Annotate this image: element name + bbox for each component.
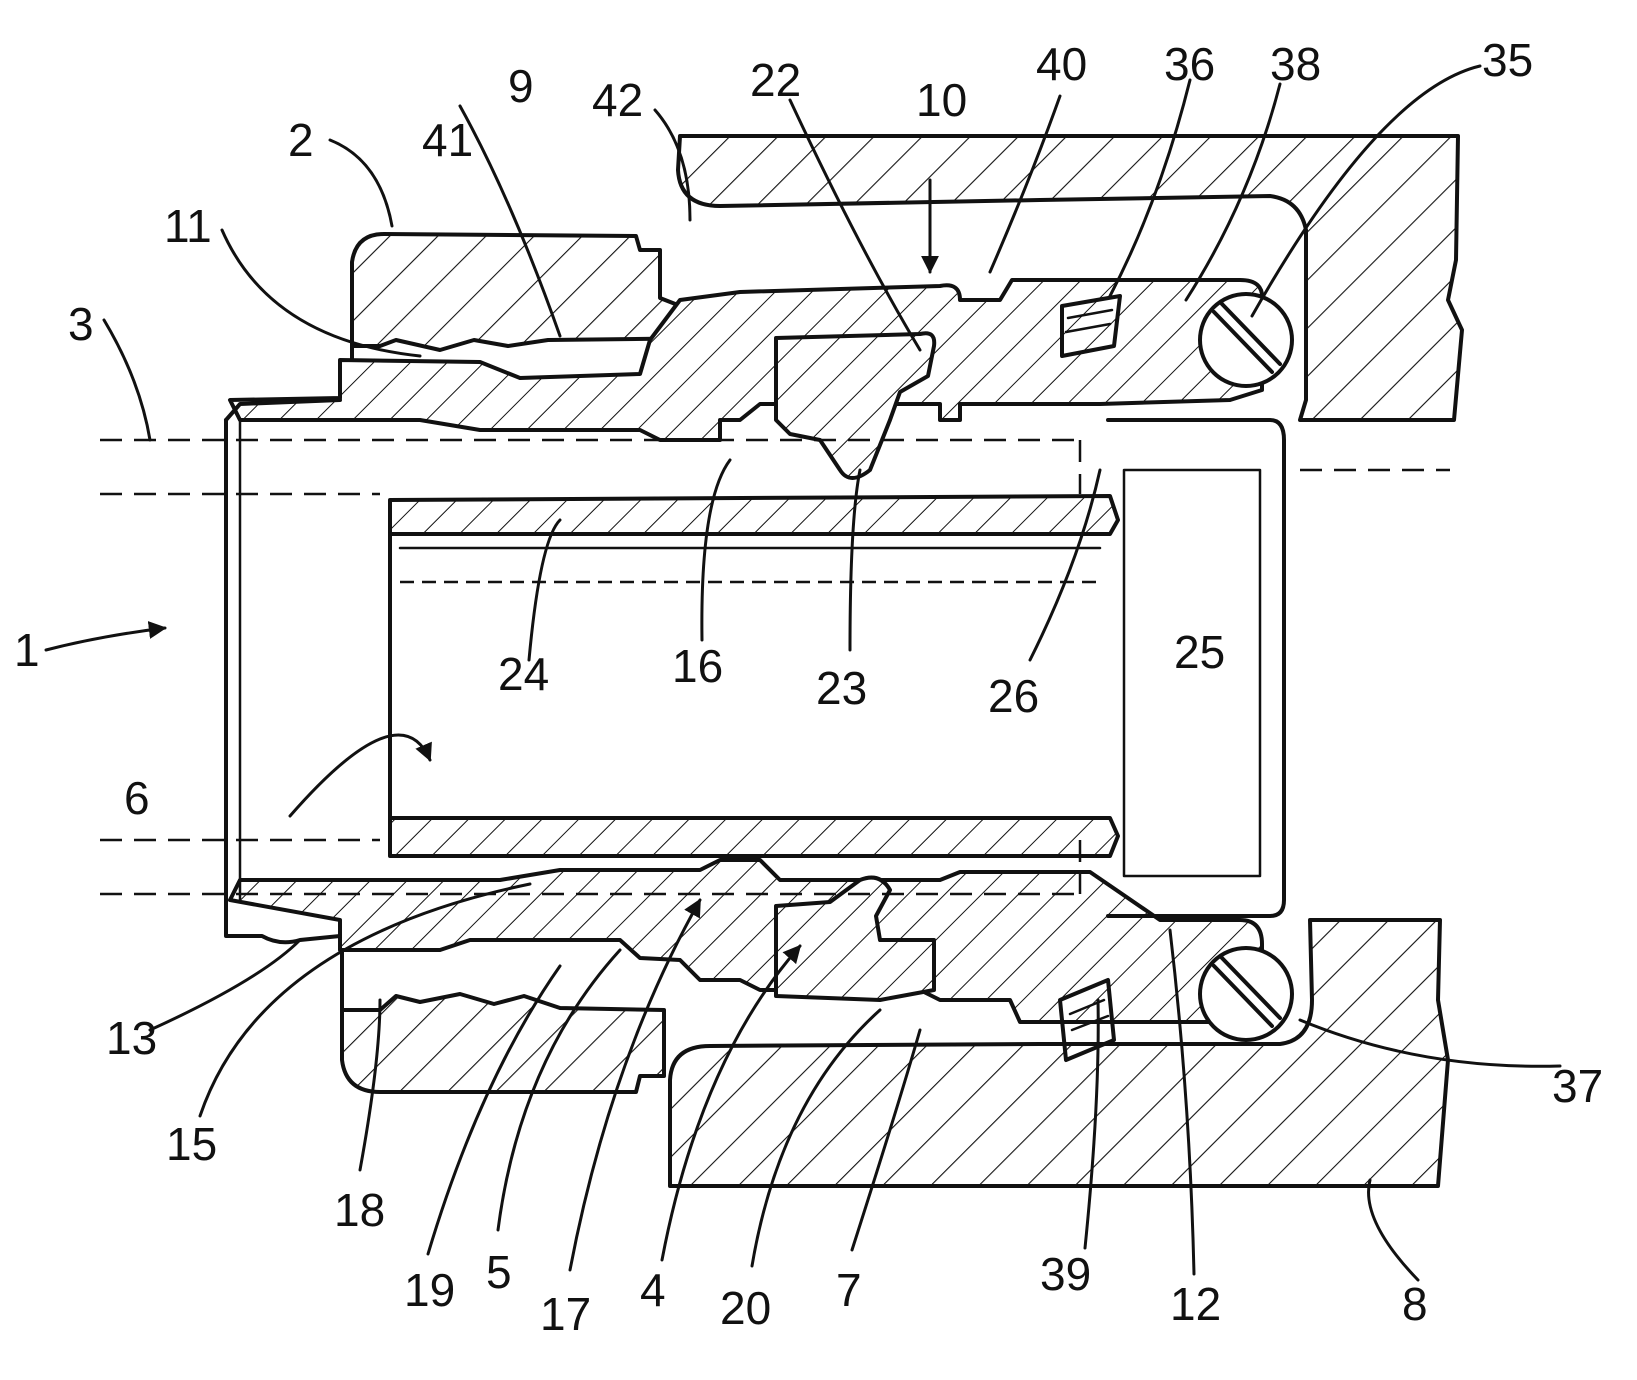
ref-num-10: 10 — [916, 74, 967, 126]
ref-num-1: 1 — [14, 624, 40, 676]
ref-num-13: 13 — [106, 1012, 157, 1064]
ref-num-19: 19 — [404, 1264, 455, 1316]
ref-num-38: 38 — [1270, 38, 1321, 90]
ref-num-3: 3 — [68, 298, 94, 350]
union-nut-lower — [342, 940, 664, 1092]
ref-num-41: 41 — [422, 114, 473, 166]
ref-num-6: 6 — [124, 772, 150, 824]
connector-sleeve-lower — [230, 860, 1262, 1022]
ref-num-15: 15 — [166, 1118, 217, 1170]
o-ring-upper — [1200, 294, 1292, 386]
ref-num-11: 11 — [164, 200, 212, 252]
ref-num-4: 4 — [640, 1264, 666, 1316]
ref-num-22: 22 — [750, 54, 801, 106]
ref-num-5: 5 — [486, 1246, 512, 1298]
ref-num-24: 24 — [498, 648, 549, 700]
ref-num-9: 9 — [508, 60, 534, 112]
ref-num-35: 35 — [1482, 34, 1533, 86]
ref-num-7: 7 — [836, 1264, 862, 1316]
ref-num-8: 8 — [1402, 1278, 1428, 1330]
ref-num-39: 39 — [1040, 1248, 1091, 1300]
ref-num-36: 36 — [1164, 38, 1215, 90]
ref-num-26: 26 — [988, 670, 1039, 722]
ref-num-18: 18 — [334, 1184, 385, 1236]
ref-num-40: 40 — [1036, 38, 1087, 90]
o-ring-lower — [1200, 948, 1292, 1040]
ref-num-25: 25 — [1174, 626, 1225, 678]
ref-num-17: 17 — [540, 1288, 591, 1340]
ref-num-16: 16 — [672, 640, 723, 692]
ref-num-2: 2 — [288, 114, 314, 166]
ref-num-20: 20 — [720, 1282, 771, 1334]
ref-num-12: 12 — [1170, 1278, 1221, 1330]
ref-num-42: 42 — [592, 74, 643, 126]
ref-num-37: 37 — [1552, 1060, 1603, 1112]
ref-num-23: 23 — [816, 662, 867, 714]
sleeve-nose — [226, 400, 340, 942]
